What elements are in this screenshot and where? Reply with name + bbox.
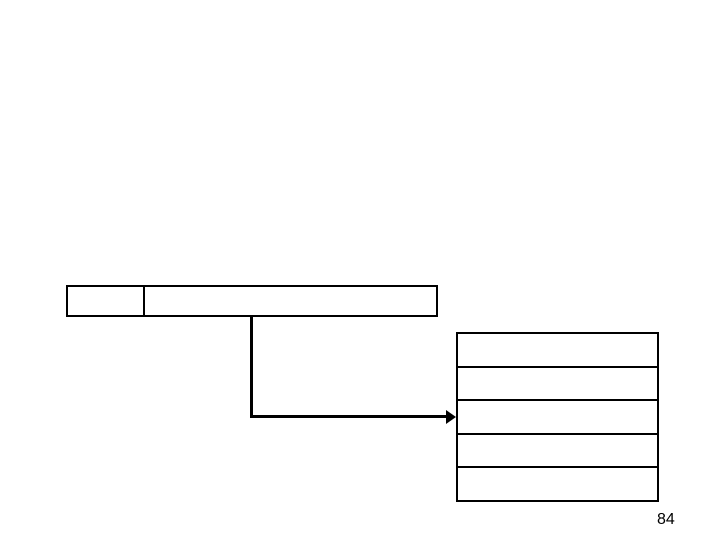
pointer-arrow-horizontal-segment (250, 415, 447, 418)
pointer-arrow-head-icon (446, 410, 456, 424)
table-row (458, 368, 657, 402)
table-row (458, 468, 657, 500)
table-row (458, 401, 657, 435)
array-table (456, 332, 659, 502)
pointer-arrow-vertical-segment (250, 317, 253, 418)
table-row (458, 334, 657, 368)
record-box (66, 285, 438, 317)
page-number: 84 (657, 511, 675, 528)
table-row (458, 435, 657, 469)
record-cell-right (145, 287, 436, 315)
record-cell-left (68, 287, 145, 315)
